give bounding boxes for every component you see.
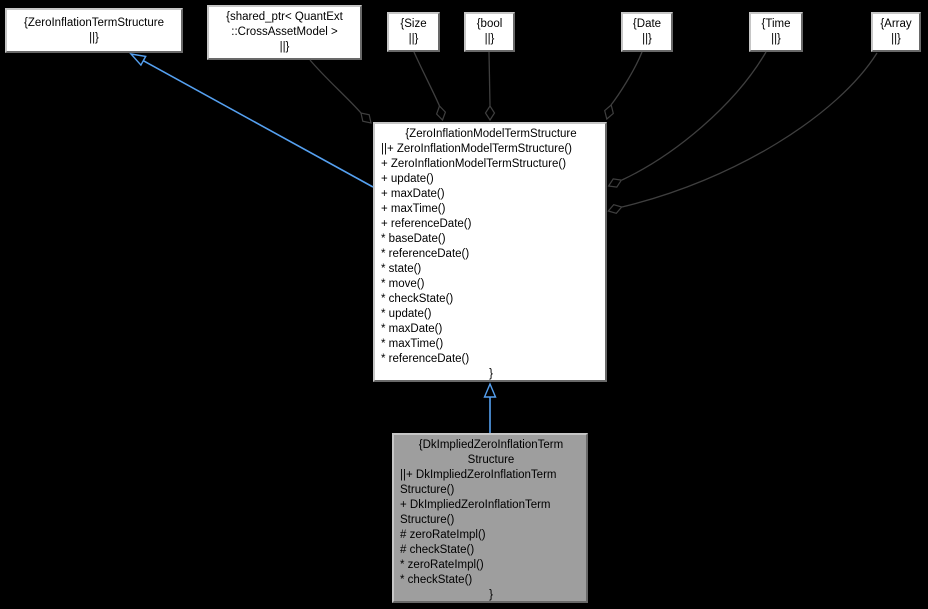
class-member-line: * baseDate() <box>381 233 446 245</box>
class-member-line: * zeroRateImpl() <box>400 559 484 571</box>
class-title-line: {DkImpliedZeroInflationTerm <box>418 439 564 451</box>
class-node-zeroinflationmodeltermstructure[interactable]: {ZeroInflationModelTermStructure ||+ Zer… <box>373 122 607 382</box>
class-label-line: ||} <box>89 31 99 44</box>
class-label-line: {Time <box>761 18 791 30</box>
aggregation-edge-date <box>610 51 643 106</box>
aggregation-diamond <box>607 178 623 188</box>
class-member-line: + maxDate() <box>381 188 445 200</box>
class-label-line: {ZeroInflationTermStructure <box>24 16 164 29</box>
class-label-line: {shared_ptr< QuantExt <box>226 11 343 23</box>
inheritance-edge-to-zeroinflationtermstructure <box>142 59 374 188</box>
aggregation-diamond <box>607 204 623 214</box>
aggregation-edge-shared-ptr <box>309 59 362 114</box>
class-label-line: {Date <box>632 18 662 30</box>
aggregation-diamond <box>484 104 496 122</box>
class-member-line: * update() <box>381 308 432 320</box>
class-node-time[interactable]: {Time ||} <box>749 12 803 52</box>
class-member-line: * maxDate() <box>381 323 443 335</box>
class-node-size[interactable]: {Size ||} <box>387 12 440 52</box>
class-member-line: * move() <box>381 278 425 290</box>
class-label-line: {Array <box>880 18 912 30</box>
class-node-bool[interactable]: {bool ||} <box>464 12 515 52</box>
class-member-line: + DkImpliedZeroInflationTerm <box>400 499 551 511</box>
class-label-line: ||} <box>771 33 781 45</box>
class-member-line: # checkState() <box>400 544 475 556</box>
class-member-line: * checkState() <box>381 293 454 305</box>
aggregation-edge-bool <box>488 51 491 107</box>
class-member-line: # zeroRateImpl() <box>400 529 486 541</box>
class-member-line: ||+ DkImpliedZeroInflationTerm <box>400 469 557 481</box>
class-member-line: Structure() <box>400 514 455 526</box>
class-member-line: * checkState() <box>400 574 473 586</box>
class-node-zeroinflationtermstructure[interactable]: {ZeroInflationTermStructure ||} <box>5 8 183 53</box>
class-member-line: * referenceDate() <box>381 353 470 365</box>
class-member-line: + maxTime() <box>381 203 446 215</box>
class-label-line: {bool <box>476 18 503 30</box>
inheritance-arrowhead <box>129 52 147 67</box>
class-member-line: + update() <box>381 173 434 185</box>
class-closing-brace: } <box>489 589 493 601</box>
class-label-line: ||} <box>891 33 901 45</box>
class-title-line: Structure <box>467 454 515 466</box>
class-label-line: ||} <box>408 33 419 45</box>
class-member-line: + referenceDate() <box>381 218 472 230</box>
class-member-line: * state() <box>381 263 422 275</box>
class-member-line: ||+ ZeroInflationModelTermStructure() <box>381 143 573 155</box>
class-closing-brace: } <box>489 368 493 380</box>
class-label-line: ::CrossAssetModel > <box>231 26 338 38</box>
class-label-line: {Size <box>400 18 427 30</box>
aggregation-diamond <box>435 104 447 122</box>
class-node-shared-ptr-crossassetmodel[interactable]: {shared_ptr< QuantExt::CrossAssetModel >… <box>207 5 362 60</box>
class-member-line: * referenceDate() <box>381 248 470 260</box>
aggregation-diamond <box>604 103 614 121</box>
class-node-array[interactable]: {Array ||} <box>871 12 921 52</box>
aggregation-edge-array <box>621 52 878 208</box>
class-label-line: ||} <box>642 33 652 45</box>
class-node-date[interactable]: {Date ||} <box>621 12 673 52</box>
class-member-line: Structure() <box>400 484 455 496</box>
aggregation-edge-size <box>413 51 441 107</box>
aggregation-edge-time <box>621 51 767 181</box>
inheritance-arrowhead <box>483 382 497 398</box>
class-title: {ZeroInflationModelTermStructure <box>405 128 577 140</box>
aggregation-diamond <box>360 112 372 124</box>
class-member-line: + ZeroInflationModelTermStructure() <box>381 158 567 170</box>
class-label-line: ||} <box>484 33 495 45</box>
class-member-line: * maxTime() <box>381 338 444 350</box>
class-label-line: ||} <box>279 41 290 53</box>
